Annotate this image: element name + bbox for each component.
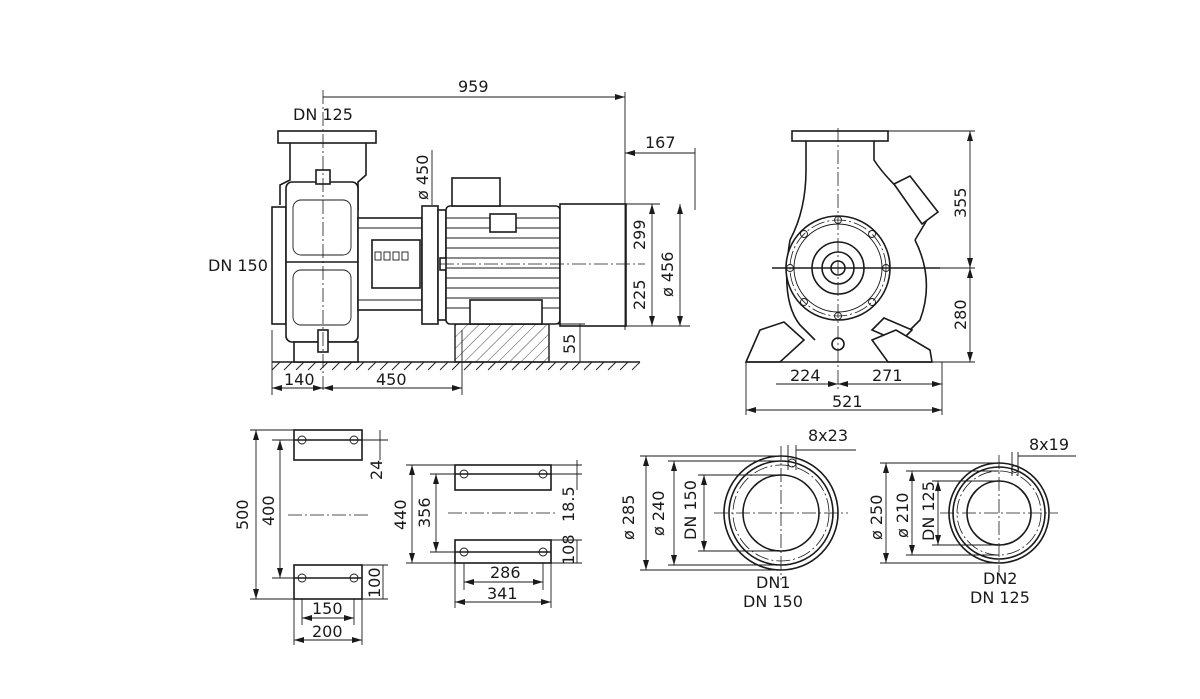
end-view (744, 128, 940, 392)
flange-1-holes: 8x23 (808, 426, 848, 445)
foot-b-dim-pad: 108 (559, 534, 578, 565)
flange-1-caption-2: DN 150 (743, 592, 803, 611)
dim-motor-diameter: ø 456 (658, 252, 677, 297)
dim-height-lower: 225 (630, 279, 649, 310)
dim-height-upper: 299 (630, 219, 649, 250)
flange-1-caption-1: DN1 (756, 573, 790, 592)
dim-base-height: 55 (560, 334, 579, 354)
flange-1-d-bolt: ø 240 (649, 491, 668, 536)
dn-side-label: DN 150 (208, 256, 268, 275)
dn-top-label: DN 125 (293, 105, 353, 124)
foot-view-b (406, 460, 582, 608)
dim-end-width: 521 (832, 392, 863, 411)
foot-b-dim-inner: 356 (415, 497, 434, 528)
flange-2-caption-2: DN 125 (970, 588, 1030, 607)
flange-2-caption-1: DN2 (983, 569, 1017, 588)
flange-1-d-outer: ø 285 (619, 495, 638, 540)
dim-overhang: 167 (645, 133, 676, 152)
foot-view-a (250, 429, 388, 645)
flange-2-d-bore: DN 125 (919, 481, 938, 541)
side-view-dimensions (271, 92, 696, 395)
foot-a-dim-width-inner: 150 (312, 599, 343, 618)
dim-end-height-top: 355 (951, 187, 970, 218)
flange-1-d-bore: DN 150 (681, 480, 700, 540)
dim-end-right: 271 (872, 366, 903, 385)
foot-b-dim-width-inner: 286 (490, 563, 521, 582)
flange-2-holes: 8x19 (1029, 435, 1069, 454)
flange-2-d-bolt: ø 210 (893, 493, 912, 538)
flange-2-d-outer: ø 250 (867, 495, 886, 540)
flange-1 (640, 445, 856, 580)
dim-length: 959 (458, 77, 489, 96)
foot-b-dim-width-outer: 341 (487, 584, 518, 603)
foot-a-dim-total: 500 (233, 499, 252, 530)
foot-a-dim-slot: 24 (367, 460, 386, 480)
dim-end-height-bottom: 280 (951, 299, 970, 330)
dim-end-left: 224 (790, 366, 821, 385)
foot-b-dim-slot: 18.5 (559, 486, 578, 522)
foot-b-dim-total: 440 (391, 499, 410, 530)
flange-2 (880, 452, 1076, 572)
end-view-dimensions (745, 130, 975, 415)
foot-a-dim-width-outer: 200 (312, 622, 343, 641)
foot-a-dim-pad: 100 (365, 567, 384, 598)
dim-foot-span: 450 (376, 370, 407, 389)
dim-foot-offset: 140 (284, 370, 315, 389)
foot-a-dim-inner: 400 (259, 495, 278, 526)
side-view (271, 90, 645, 390)
dim-fan-diameter: ø 450 (413, 155, 432, 200)
